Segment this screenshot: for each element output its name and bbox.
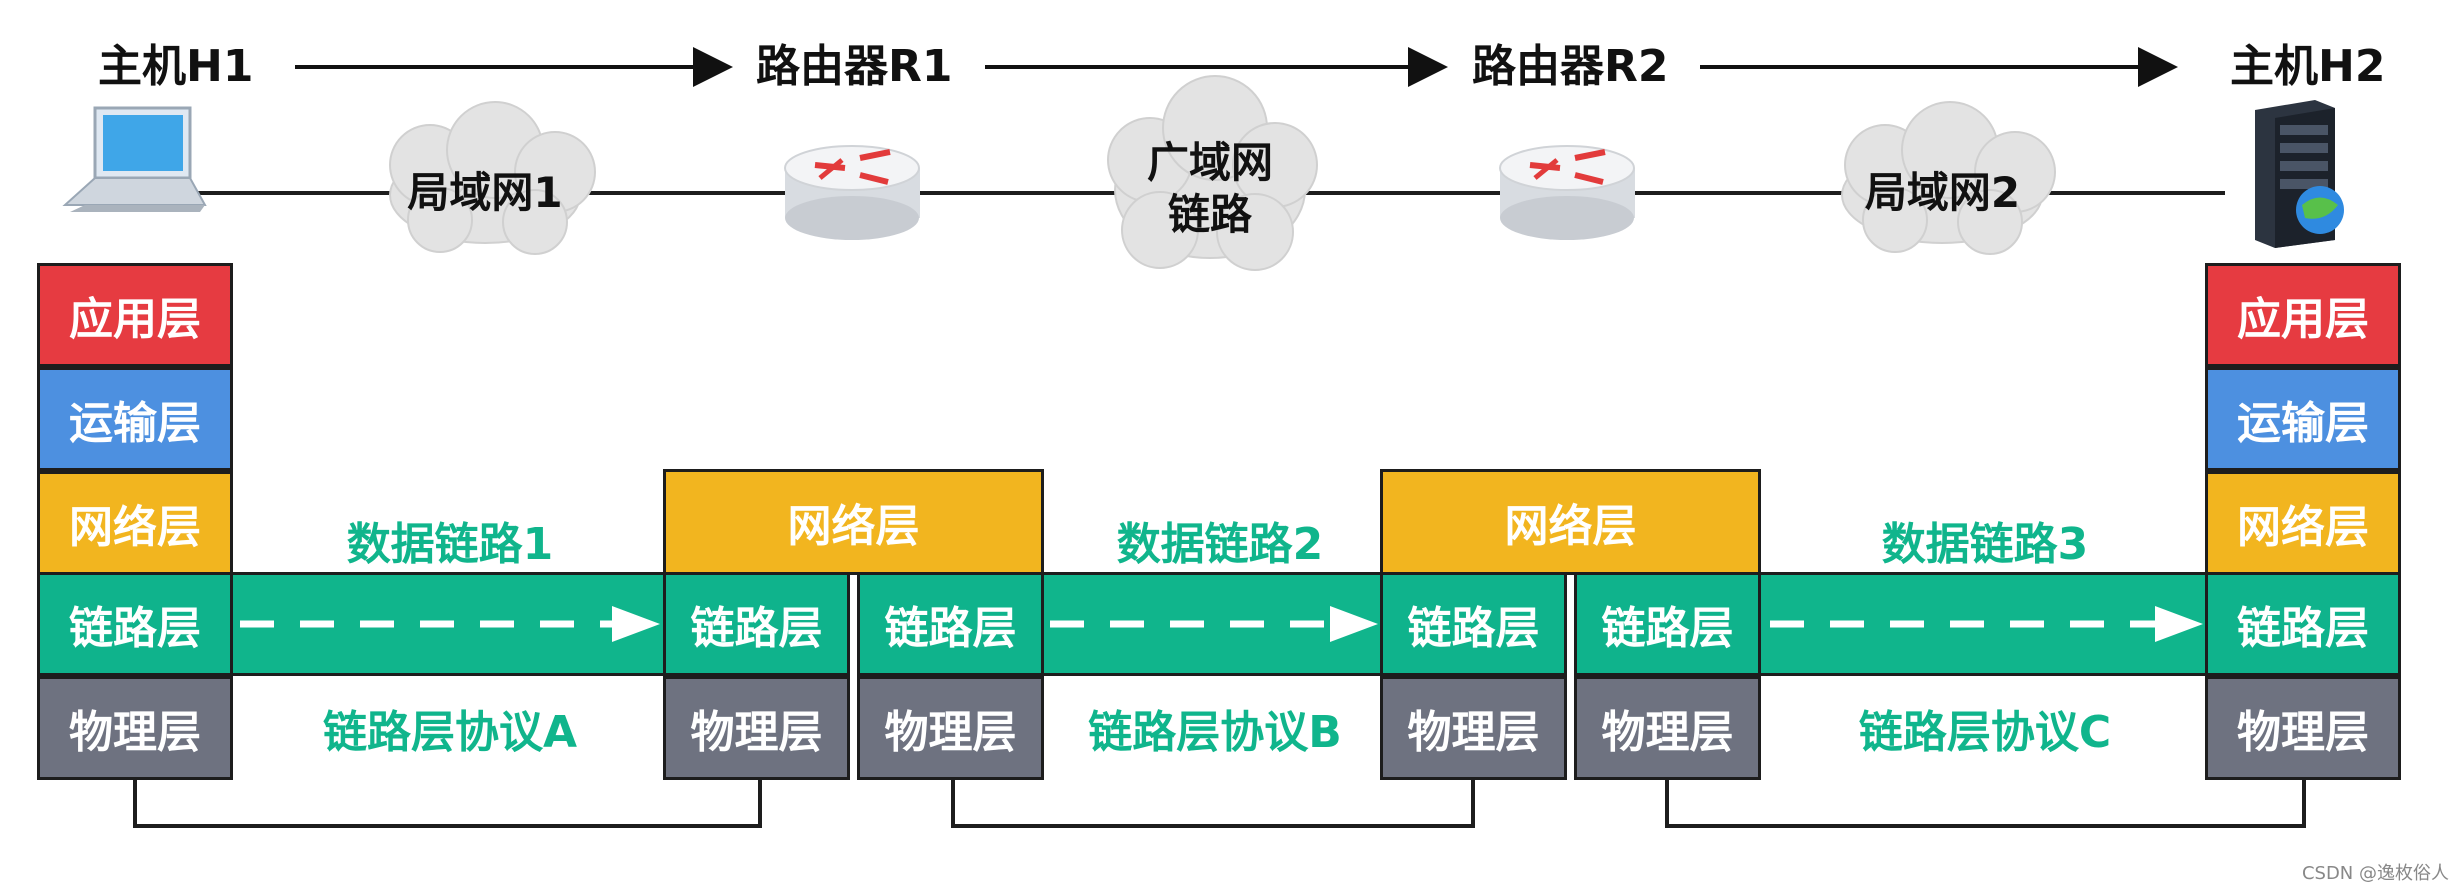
cloud-wan-icon xyxy=(1107,75,1318,271)
physical-link-1 xyxy=(133,780,762,828)
h1-transport-layer: 运输层 xyxy=(37,367,233,471)
watermark: CSDN @逸枚俗人 xyxy=(2301,863,2449,884)
wan-label-line2: 链路 xyxy=(1167,190,1252,239)
physical-link-2 xyxy=(951,780,1475,828)
r2-link-layer-right: 链路层 xyxy=(1574,572,1761,676)
protocol-a-label: 链路层协议A xyxy=(322,707,578,758)
physical-link-3 xyxy=(1665,780,2306,828)
router2-label: 路由器R2 xyxy=(1472,41,1669,92)
server-icon xyxy=(2255,100,2344,248)
data-link-band-2 xyxy=(1043,572,1383,676)
r2-physical-layer-left: 物理层 xyxy=(1380,676,1567,780)
data-link-band-3 xyxy=(1760,572,2208,676)
r2-physical-layer-right: 物理层 xyxy=(1574,676,1761,780)
host2-label: 主机H2 xyxy=(2230,41,2386,92)
r1-link-layer-left: 链路层 xyxy=(663,572,850,676)
wan-label-line1: 广域网 xyxy=(1146,138,1273,187)
data-link-3-label: 数据链路3 xyxy=(1881,519,2089,570)
r1-network-layer: 网络层 xyxy=(663,469,1044,575)
r2-network-layer: 网络层 xyxy=(1380,469,1761,575)
protocol-c-label: 链路层协议C xyxy=(1858,707,2112,758)
h1-link-layer: 链路层 xyxy=(37,572,233,676)
r1-physical-layer-left: 物理层 xyxy=(663,676,850,780)
r1-physical-layer-right: 物理层 xyxy=(857,676,1044,780)
cloud-lan2-icon xyxy=(1841,101,2056,255)
r1-link-layer-right: 链路层 xyxy=(857,572,1044,676)
data-link-2-label: 数据链路2 xyxy=(1116,519,1324,570)
lan1-label: 局域网1 xyxy=(407,168,563,217)
cloud-lan1-icon xyxy=(389,101,596,255)
data-link-1-label: 数据链路1 xyxy=(346,519,554,570)
data-link-band-1 xyxy=(230,572,666,676)
host1-label: 主机H1 xyxy=(98,41,254,92)
h1-network-layer: 网络层 xyxy=(37,471,233,575)
h2-transport-layer: 运输层 xyxy=(2205,367,2401,471)
router2-icon xyxy=(1499,145,1635,240)
h2-physical-layer: 物理层 xyxy=(2205,676,2401,780)
h1-application-layer: 应用层 xyxy=(37,263,233,367)
router1-label: 路由器R1 xyxy=(756,41,953,92)
router1-icon xyxy=(784,145,920,240)
h2-link-layer: 链路层 xyxy=(2205,572,2401,676)
r2-link-layer-left: 链路层 xyxy=(1380,572,1567,676)
h2-application-layer: 应用层 xyxy=(2205,263,2401,367)
laptop-icon xyxy=(62,106,207,212)
protocol-b-label: 链路层协议B xyxy=(1088,707,1342,758)
h2-network-layer: 网络层 xyxy=(2205,471,2401,575)
h1-physical-layer: 物理层 xyxy=(37,676,233,780)
lan2-label: 局域网2 xyxy=(1864,168,2021,217)
